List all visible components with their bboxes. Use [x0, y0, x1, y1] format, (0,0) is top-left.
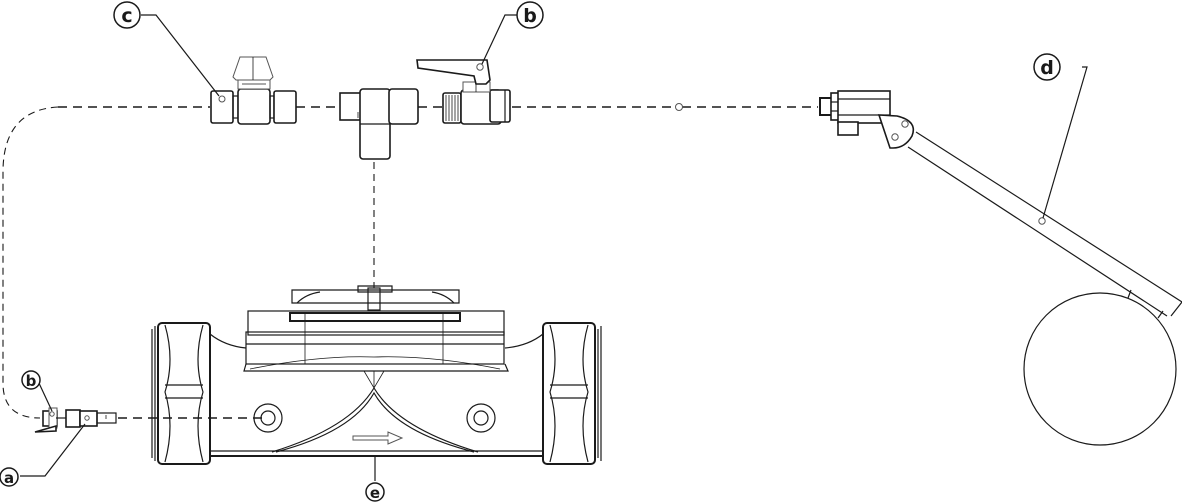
callout-b-bottom: b	[21, 370, 41, 390]
tee-fitting	[339, 88, 419, 160]
svg-text:e: e	[370, 484, 380, 502]
junction-dot	[675, 103, 683, 111]
callout-d: d	[1033, 53, 1061, 81]
callout-b-top: b	[516, 1, 544, 29]
svg-text:b: b	[26, 372, 37, 390]
svg-text:a: a	[4, 469, 14, 487]
svg-text:d: d	[1040, 57, 1054, 79]
pipe-route	[2, 106, 818, 419]
callout-leaders	[20, 14, 1088, 481]
inlet-connector	[65, 409, 117, 428]
svg-text:c: c	[121, 5, 132, 27]
svg-text:b: b	[523, 5, 537, 27]
float-ball	[1023, 292, 1177, 446]
float-lever-arm	[877, 114, 1182, 319]
float-valve	[819, 90, 891, 136]
flow-direction-arrow	[352, 431, 404, 445]
callout-e: e	[365, 482, 385, 502]
inlet-ball-valve	[34, 407, 66, 433]
callout-c: c	[113, 1, 141, 29]
water-meter	[151, 285, 602, 465]
lever-ball-valve	[416, 59, 511, 125]
callout-a: a	[0, 467, 19, 487]
union-valve	[210, 56, 297, 125]
